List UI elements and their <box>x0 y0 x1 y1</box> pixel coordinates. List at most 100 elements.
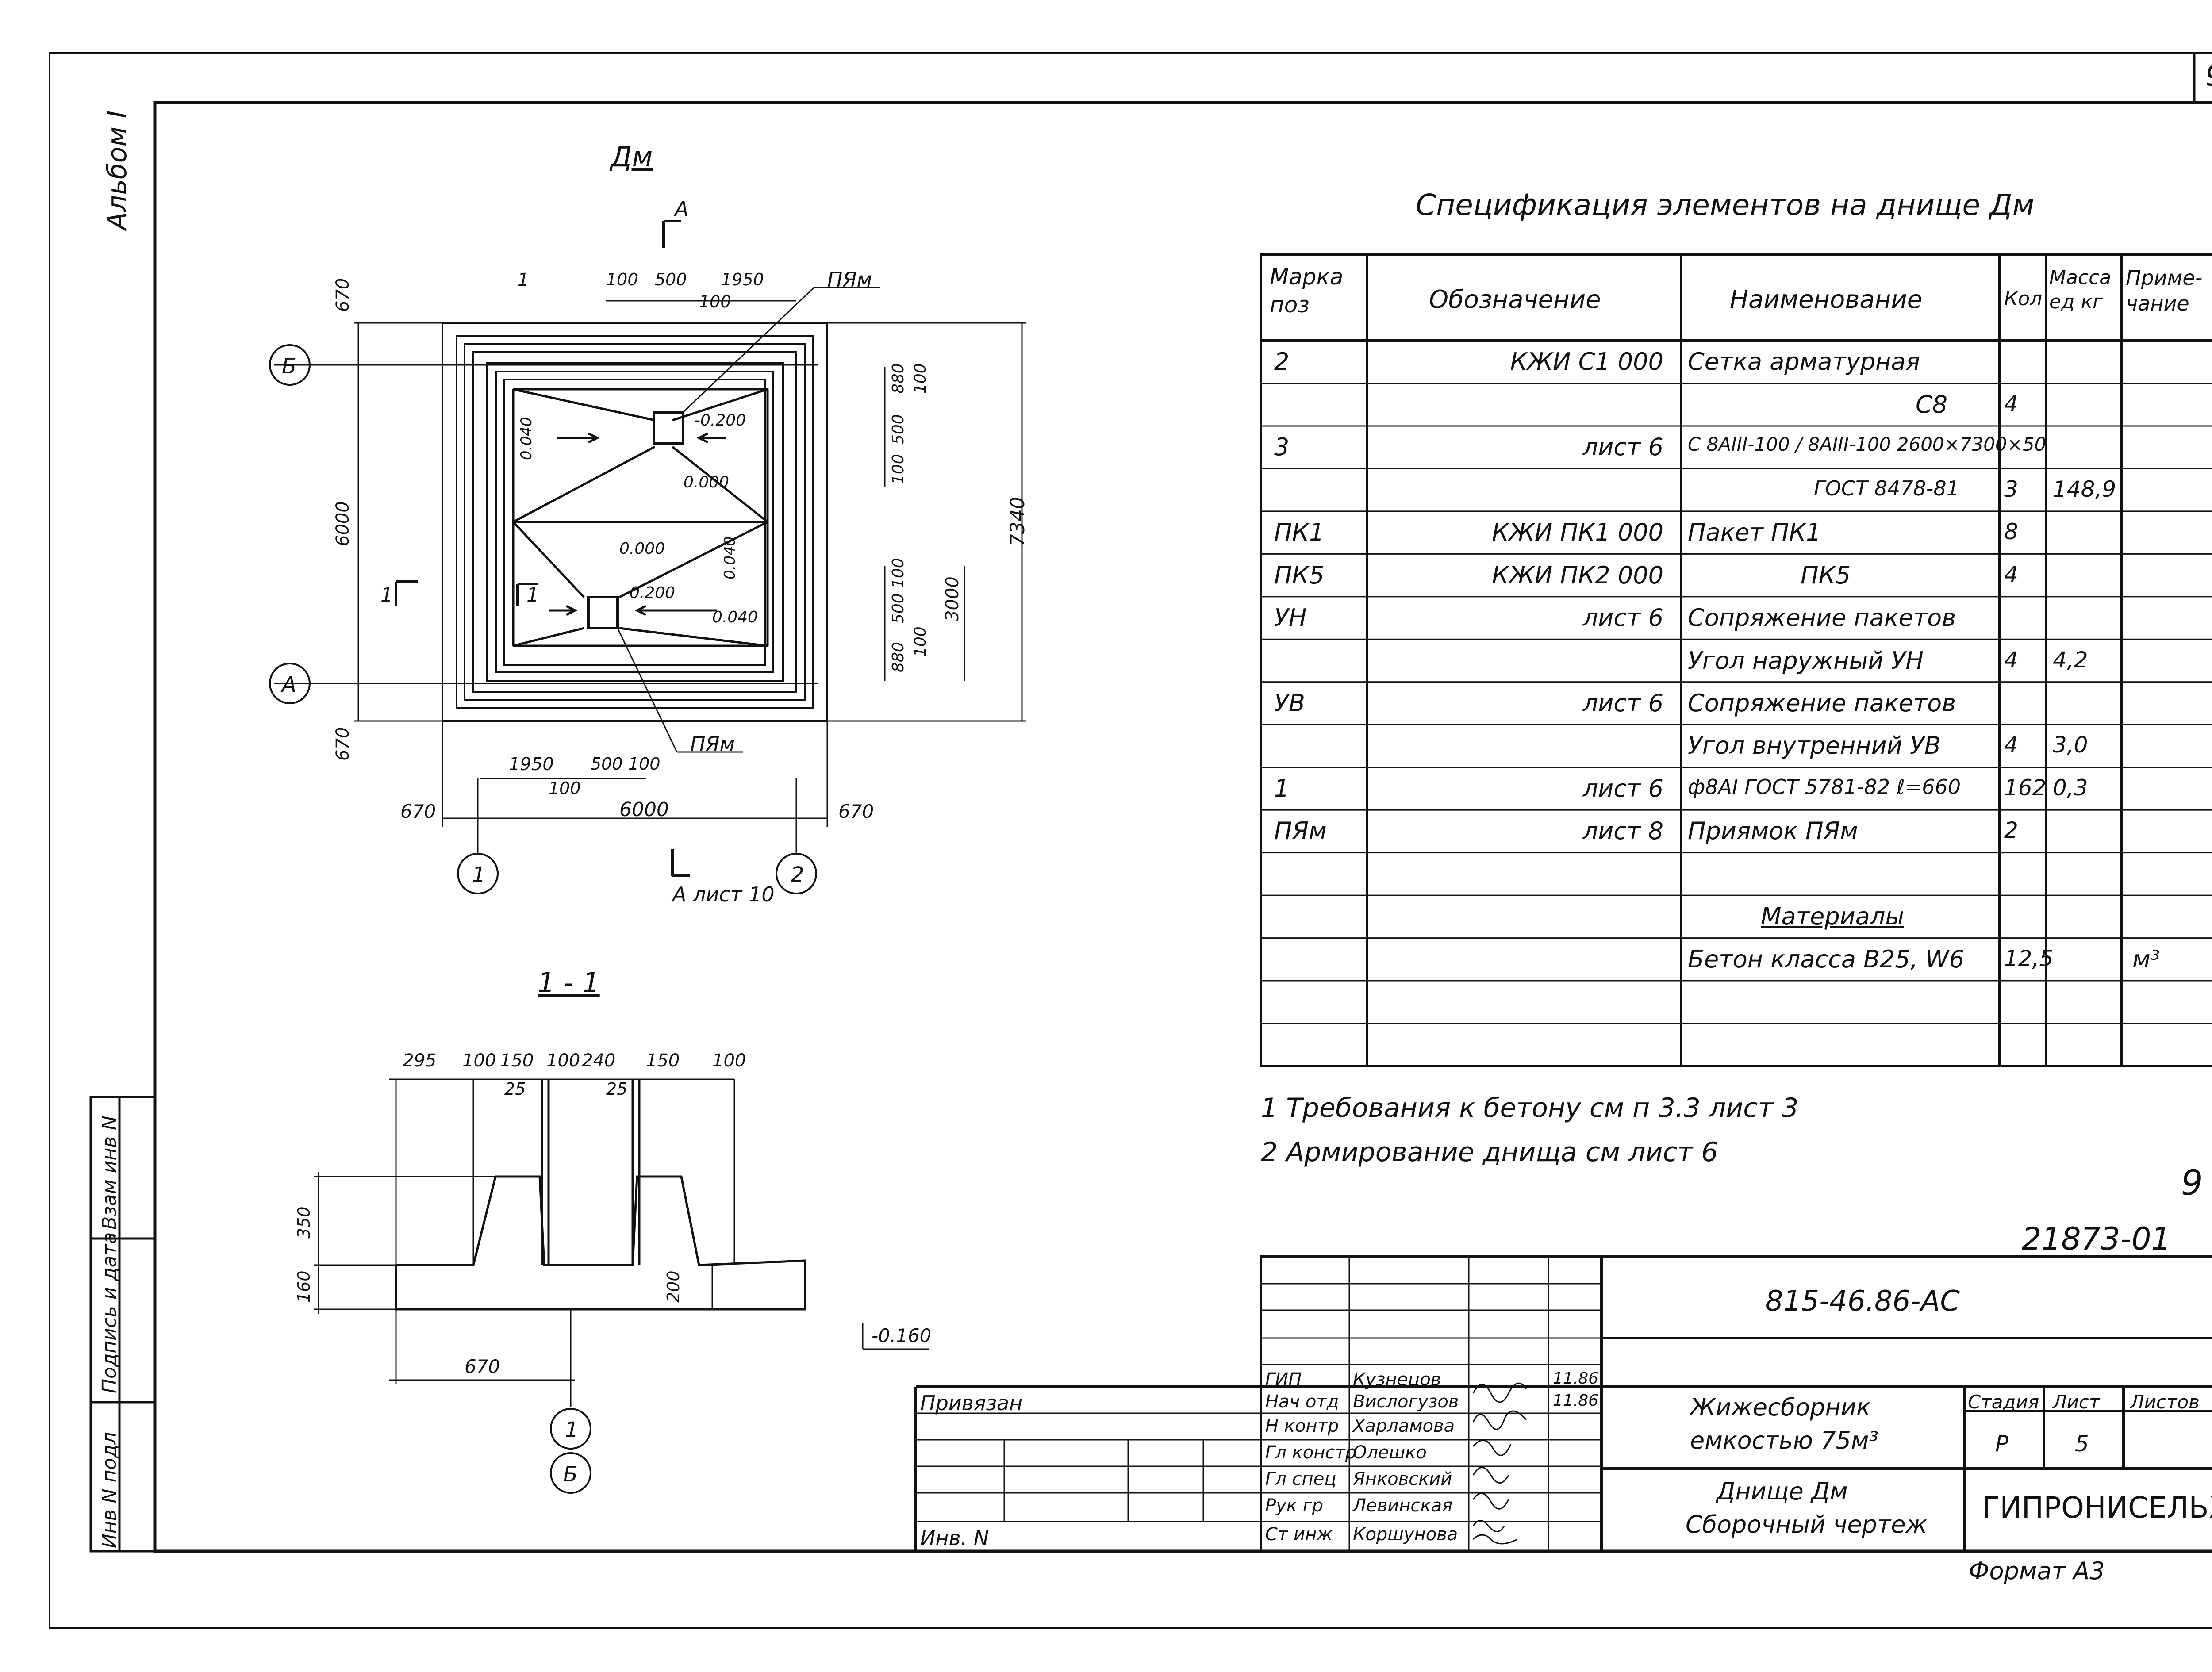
dim-right-880-bot: 880 <box>889 642 907 672</box>
title-code: 815-46.86-АС <box>1765 1285 1960 1318</box>
spec-cell-qty: 12,5 <box>2004 945 2054 971</box>
level-bot-pit: -0.200 <box>624 584 676 602</box>
plan-pit-label-bottom: ПЯм <box>690 732 735 756</box>
spec-header-mark: Марка поз <box>1270 264 1344 318</box>
plan-cut-label: А <box>675 197 689 221</box>
title-sheet-header: Лист <box>2053 1391 2100 1413</box>
dim-left-670-top: 670 <box>333 278 353 312</box>
spec-cell-name: Бетон класса В25, W6 <box>1688 945 1964 973</box>
spec-header-name: Наименование <box>1730 285 1923 314</box>
sheet-format: Формат А3 <box>1969 1557 2105 1585</box>
dim-right-500-top: 500 <box>889 414 907 445</box>
signer-role: Н контр <box>1265 1416 1339 1436</box>
inner-frame <box>153 101 2212 1553</box>
section-dim-670: 670 <box>465 1356 500 1377</box>
spec-header-designation: Обозначение <box>1429 285 1601 314</box>
signer-role: Рук гр <box>1265 1496 1324 1516</box>
spec-header-note: Приме- чание <box>2126 266 2203 315</box>
level-bot-zero: 0.000 <box>619 540 665 558</box>
dim-right-100-bot: 100 <box>889 558 907 588</box>
spec-cell-name: Пакет ПК1 <box>1688 518 1821 547</box>
sheet-number-mid: 9 <box>2181 1163 2203 1203</box>
section-dim-150a: 150 <box>500 1051 534 1071</box>
spec-cell-mass: 3,0 <box>2053 732 2088 758</box>
section-dim-25b: 25 <box>606 1079 628 1099</box>
plan-cut1-top: 1 <box>518 270 529 290</box>
spec-cell-qty: 4 <box>2004 647 2018 673</box>
dim-bot-100: 100 <box>628 754 661 774</box>
signer-date: 11.86 <box>1553 1392 1599 1410</box>
spec-cell-qty: 2 <box>2004 817 2018 844</box>
section-axis-bubbles <box>550 1408 591 1494</box>
spec-cell-name: ГОСТ 8478-81 <box>1814 476 1959 500</box>
spec-cell-designation: лист 6 <box>1582 433 1663 461</box>
spec-cell-designation: лист 6 <box>1582 774 1663 802</box>
spec-cell-name: Угол наружный УН <box>1688 646 1924 675</box>
spec-cell-designation: КЖИ ПК2 000 <box>1492 561 1663 589</box>
side-stamp-inv-podl: Инв N подл <box>98 1432 121 1548</box>
title-sheet: 5 <box>2075 1431 2089 1457</box>
spec-table-rows <box>1261 382 2212 1024</box>
spec-cell-mass: 4,2 <box>2053 647 2088 673</box>
outer-frame <box>49 52 2212 1629</box>
signer-date: 11.86 <box>1553 1369 1599 1388</box>
title-block-sign-grid <box>916 1256 1601 1551</box>
spec-cell-qty: 162 <box>2004 775 2047 801</box>
spec-cell-mark: 2 <box>1274 348 1290 376</box>
dim-top-100: 100 <box>606 270 638 289</box>
dim-bot-100b: 100 <box>549 778 581 798</box>
plan-dimensions <box>274 220 1026 877</box>
dim-bot-500: 500 <box>591 754 623 774</box>
dim-right-500-bot: 500 <box>889 593 907 624</box>
plan-cut1-left: 1 <box>380 584 393 606</box>
plan-axis-a: А <box>282 672 296 697</box>
title-org: ГИПРОНИСЕЛЬХОЗ <box>1982 1491 2212 1525</box>
level-040-bot: 0.040 <box>712 608 758 626</box>
level-040-right: 0.040 <box>721 536 739 579</box>
plan-cut-bottom-label: А лист 10 <box>672 882 775 906</box>
spec-cell-name: ПК5 <box>1801 561 1851 589</box>
spec-cell-designation: лист 6 <box>1582 604 1663 632</box>
section-dim-160: 160 <box>294 1270 314 1303</box>
dim-top-100b: 100 <box>699 292 731 311</box>
spec-header-mass: Масса ед кг <box>2049 266 2112 313</box>
section-axis-1: 1 <box>565 1418 579 1442</box>
spec-cell-name: Угол внутренний УВ <box>1688 732 1941 760</box>
title-drawing-1: Днище Дм <box>1717 1477 1848 1505</box>
spec-cell-designation: лист 8 <box>1582 817 1663 845</box>
spec-cell-designation: лист 6 <box>1582 689 1663 717</box>
spec-cell-note: м³ <box>2132 945 2160 973</box>
section-dim-200: 200 <box>664 1270 683 1303</box>
section-dim-240: 240 <box>582 1051 616 1071</box>
section-dim-25a: 25 <box>504 1079 526 1099</box>
spec-cell-name: С 8АIII-100 / 8АIII-100 2600×7300×50 <box>1688 433 2047 456</box>
spec-cell-mark: 1 <box>1274 774 1290 802</box>
spec-cell-mass: 0,3 <box>2053 775 2088 801</box>
section-drawing <box>395 1079 806 1311</box>
spec-cell-qty: 4 <box>2004 391 2018 417</box>
dim-right-100-top: 100 <box>911 363 929 394</box>
corner-page-number: 9 <box>2205 60 2212 92</box>
plan-axis-2: 2 <box>791 863 804 887</box>
dim-top-500: 500 <box>655 270 687 289</box>
side-stamp-lines <box>89 1096 156 1553</box>
plan-axis-1: 1 <box>472 863 486 887</box>
spec-cell-name: С8 <box>1916 390 1948 418</box>
section-level: -0.160 <box>872 1325 932 1346</box>
title-drawing-2: Сборочный чертеж <box>1686 1511 1928 1538</box>
plan-axis-b: Б <box>282 354 296 379</box>
level-top-zero: 0.000 <box>684 473 730 491</box>
spec-cell-designation: КЖИ ПК1 000 <box>1492 518 1663 547</box>
signer-name: Кузнецов <box>1353 1369 1441 1390</box>
spec-cell-mark: ПК1 <box>1274 518 1325 547</box>
note-2: 2 Армирование днища см лист 6 <box>1261 1137 1718 1168</box>
dim-bot-6000: 6000 <box>619 798 669 821</box>
title-stage: Р <box>1995 1431 2009 1457</box>
section-dimensions <box>314 1078 929 1407</box>
signer-role: Гл констр <box>1265 1442 1357 1463</box>
dim-left-670-bottom: 670 <box>333 727 353 761</box>
title-inv-n: Инв. N <box>920 1526 989 1550</box>
spec-cell-mark: ПК5 <box>1274 561 1325 589</box>
